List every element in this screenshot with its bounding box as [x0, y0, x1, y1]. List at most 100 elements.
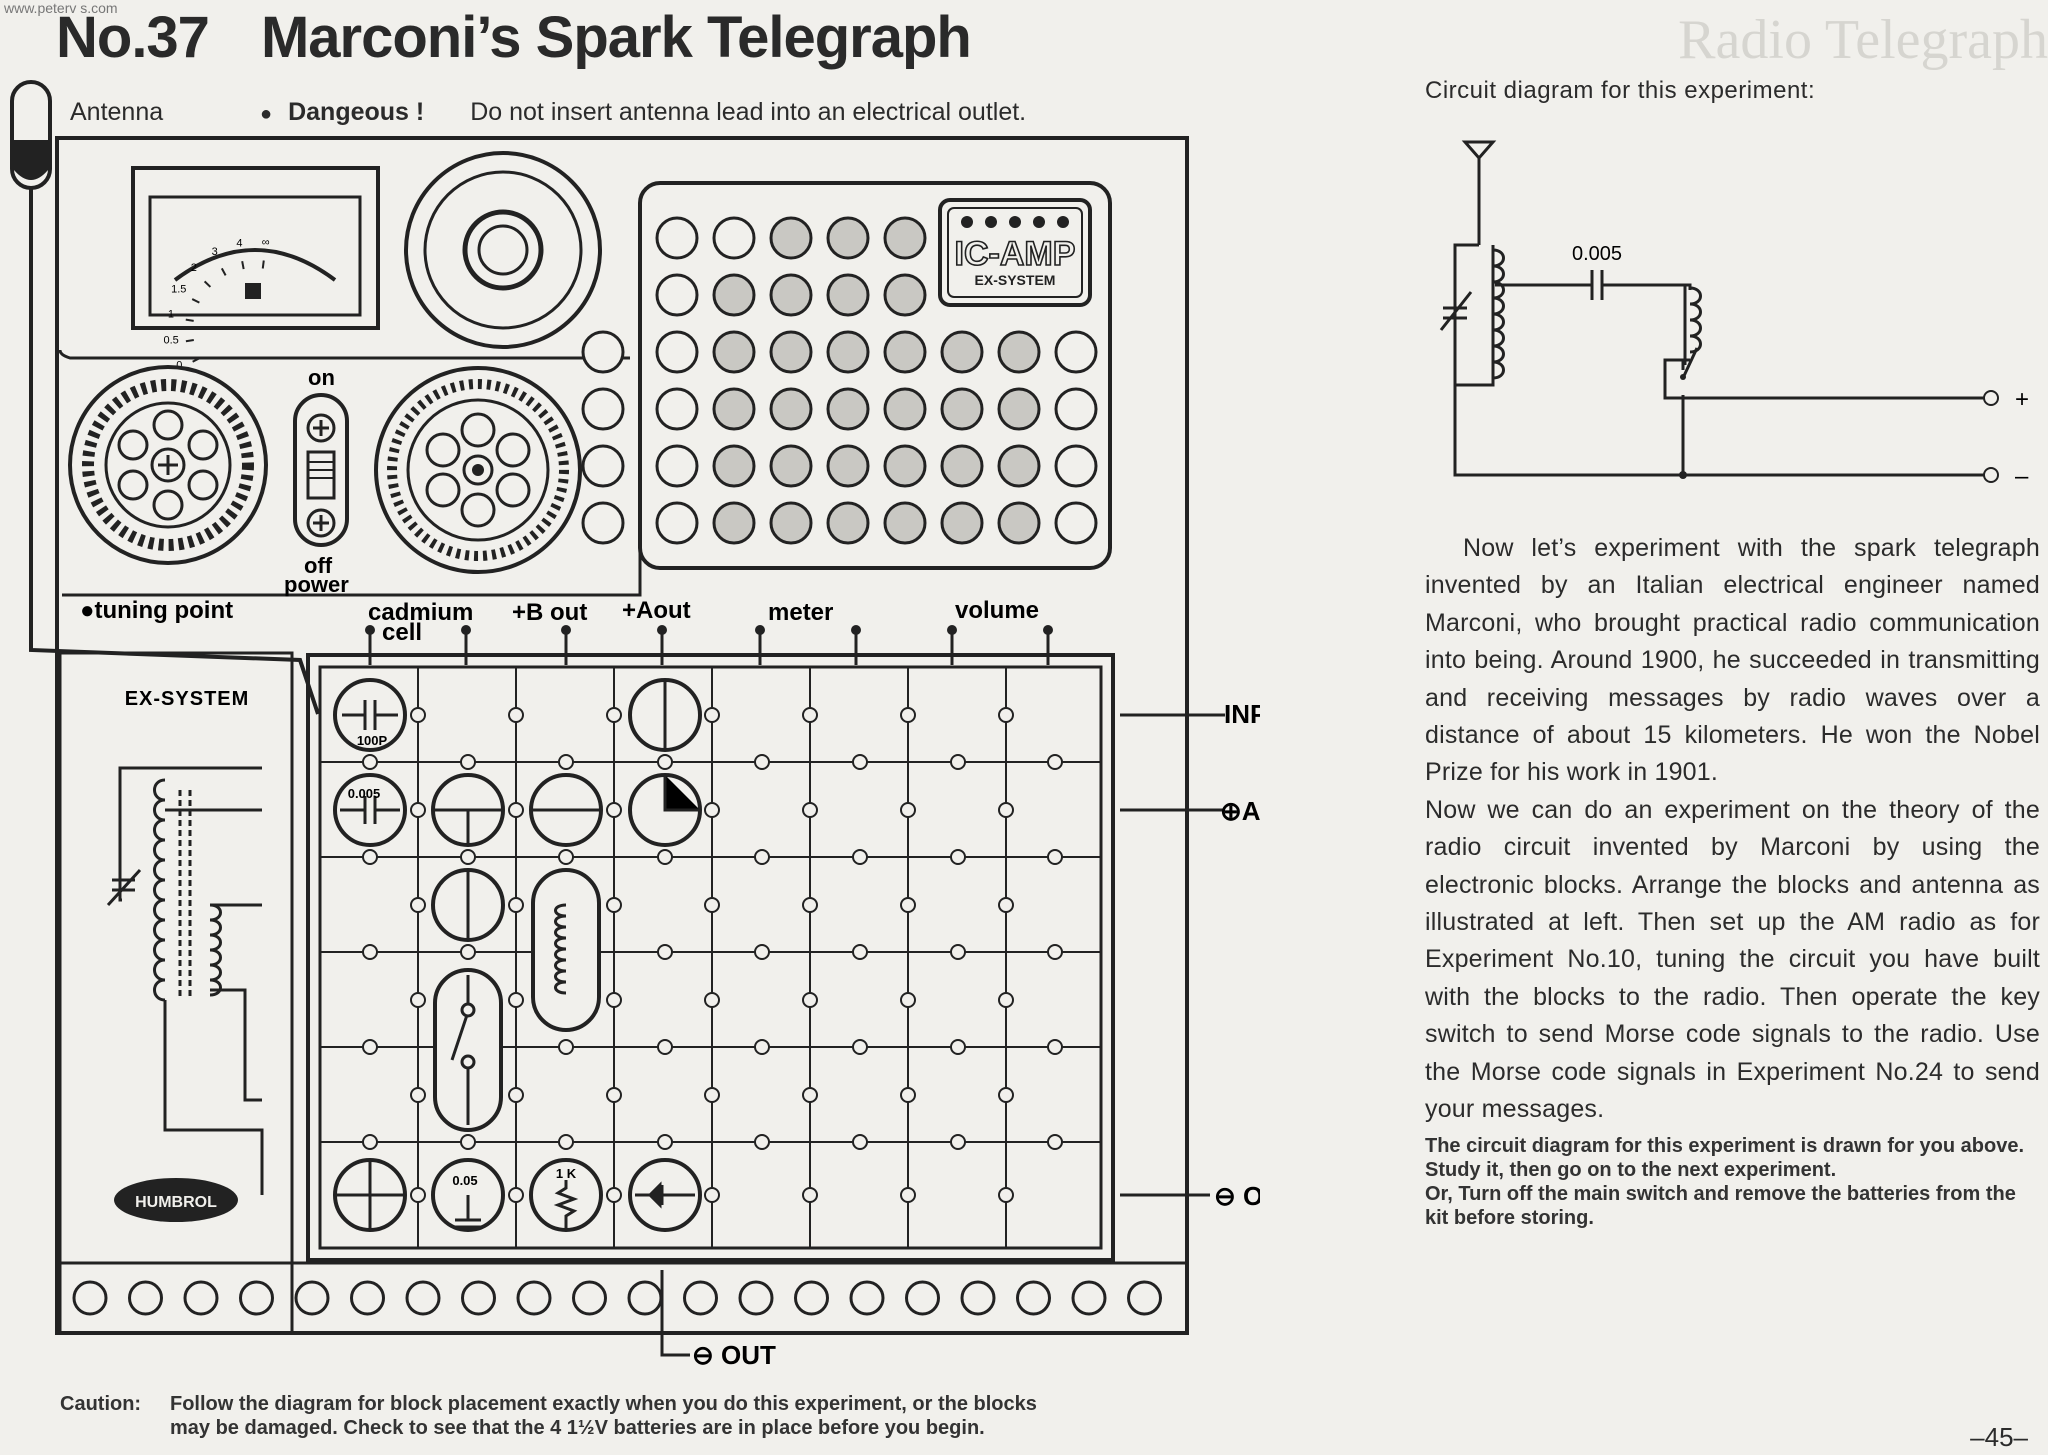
caution-line-1: Follow the diagram for block placement e… — [170, 1393, 1037, 1415]
page-title: No.37 Marconi’s Spark Telegraph — [56, 4, 972, 71]
grille-hole — [581, 501, 625, 545]
paragraph-2: Now we can do an experiment on the theor… — [1425, 795, 2040, 1124]
grille-hole — [769, 216, 813, 260]
tuning-dial-icon — [68, 365, 268, 565]
capacitor-100p-label: 100P — [357, 733, 388, 748]
on-label: on — [308, 365, 335, 390]
out-label: ⊖ OUT — [1214, 1181, 1260, 1211]
resistor-1k-label: 1 K — [556, 1166, 577, 1181]
grille-hole — [712, 387, 756, 431]
caution: Caution:Follow the diagram for block pla… — [60, 1392, 1037, 1440]
meter-scale-label: 0 — [176, 360, 182, 372]
strip-terminal — [1127, 1280, 1162, 1316]
strip-terminal — [405, 1280, 441, 1316]
strip-terminal — [905, 1280, 940, 1316]
terminal-label: +B out — [512, 599, 587, 626]
ic-amp-label: IC-AMP — [955, 235, 1076, 273]
grille-hole — [769, 501, 813, 545]
page-number: –45– — [1970, 1422, 2028, 1452]
circuit-diagram: 0.005 + – — [1439, 140, 2029, 490]
strip-terminal — [516, 1280, 552, 1316]
aout-label: ⊕AOUT — [1220, 796, 1260, 826]
coil-block — [531, 868, 601, 1032]
capacitor-100p-block: 100P — [333, 678, 407, 752]
circuit-capacitor-label: 0.005 — [1572, 243, 1622, 265]
strip-terminal — [849, 1280, 885, 1316]
speaker-grille-area — [638, 181, 1112, 570]
warning-line: Antenna●Dangeous !Do not insert antenna … — [70, 98, 1026, 127]
grille-hole — [581, 387, 625, 431]
plus-terminal: + — [2015, 386, 2029, 413]
speaker-icon — [404, 151, 602, 349]
caution-line-2: may be damaged. Check to see that the 4 … — [170, 1417, 985, 1439]
terminal-label: +Aout — [622, 597, 691, 624]
grille-hole — [997, 501, 1041, 545]
watermark: www.peterv s.com — [4, 0, 118, 16]
strip-terminal — [683, 1280, 718, 1316]
experiment-name: Marconi’s Spark Telegraph — [260, 5, 972, 70]
terminal-label: meter — [768, 599, 833, 626]
grille-hole — [940, 444, 984, 488]
grille-hole — [655, 444, 699, 488]
volume-knob-icon[interactable] — [374, 366, 582, 574]
humbrol-label: HUMBROL — [135, 1194, 217, 1211]
capacitor-0005-block: 0.005 — [333, 773, 407, 847]
circuit-title: Circuit diagram for this experiment: — [1425, 77, 1816, 104]
grille-hole — [883, 501, 927, 545]
block-board — [306, 653, 1115, 1262]
note: The circuit diagram for this experiment … — [1425, 1134, 2040, 1230]
grille-hole — [883, 387, 927, 431]
grille-hole — [655, 216, 699, 260]
meter-scale-label: 2 — [191, 262, 197, 274]
grille-hole — [997, 387, 1041, 431]
grille-hole — [826, 216, 870, 260]
note-line-1: The circuit diagram for this experiment … — [1425, 1135, 2025, 1181]
power-switch[interactable] — [293, 393, 349, 547]
strip-terminal — [960, 1280, 996, 1316]
grille-hole — [826, 501, 870, 545]
danger-label: Dangeous ! — [288, 98, 425, 126]
body-text: Now let’s experiment with the spark tele… — [1425, 530, 2040, 1129]
grille-hole — [769, 330, 813, 374]
grille-hole — [712, 330, 756, 374]
grille-hole — [826, 273, 870, 317]
ex-system-coil-block: EX-SYSTEM HUMBROL — [58, 651, 294, 1335]
terminal-label: cell — [382, 619, 422, 646]
strip-terminal — [128, 1280, 163, 1316]
paragraph-1: Now let’s experiment with the spark tele… — [1425, 534, 2040, 787]
grille-hole — [940, 330, 984, 374]
grille-hole — [826, 444, 870, 488]
meter-scale-label: ∞ — [262, 237, 270, 249]
strip-terminal — [572, 1280, 607, 1316]
grille-hole — [1054, 444, 1098, 488]
grille-hole — [826, 330, 870, 374]
antenna-symbol — [1461, 140, 1497, 245]
power-label: power — [284, 572, 349, 597]
off-label: off — [304, 553, 333, 578]
strip-terminal — [1071, 1280, 1107, 1316]
grille-hole — [997, 330, 1041, 374]
input-label: INPUT — [1224, 699, 1260, 729]
tuning-point-label: ●tuning point — [80, 597, 233, 624]
strip-terminal — [627, 1280, 663, 1316]
grille-hole — [655, 273, 699, 317]
grille-hole — [940, 501, 984, 545]
grille-hole — [1054, 330, 1098, 374]
capacitor-005-block: 0.05 — [431, 1158, 505, 1232]
meter-scale-label: 4 — [236, 237, 242, 249]
experiment-number: No.37 — [56, 5, 210, 70]
or-label: Or, — [1425, 1183, 1453, 1205]
ic-amp-badge: IC-AMP EX-SYSTEM — [938, 198, 1092, 307]
key-switch-block — [433, 968, 503, 1132]
grille-hole — [712, 501, 756, 545]
grille-hole — [769, 444, 813, 488]
meter-scale-label: 3 — [212, 246, 218, 258]
strip-terminal — [1016, 1280, 1051, 1316]
strip-terminal — [738, 1280, 774, 1316]
meter-scale-label: 0.5 — [163, 335, 178, 347]
ghost-heading: Radio Telegraph — [1678, 9, 2048, 71]
ic-amp-sub: EX-SYSTEM — [975, 272, 1056, 288]
resistor-1k-block: 1 K — [529, 1158, 603, 1232]
